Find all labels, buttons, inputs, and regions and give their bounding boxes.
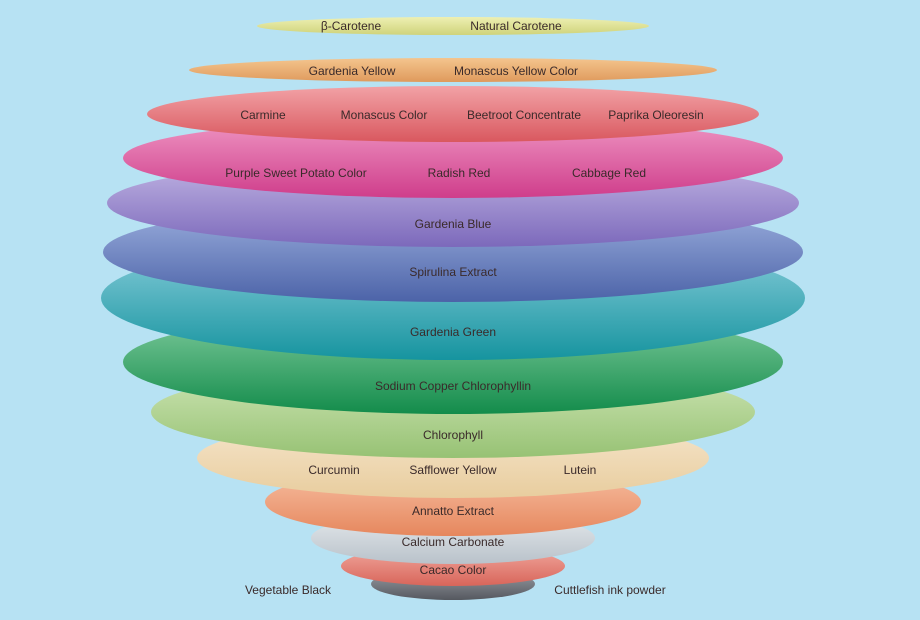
label-safflower-yellow: Safflower Yellow: [409, 463, 497, 477]
label-spirulina-extract: Spirulina Extract: [409, 265, 497, 279]
label-lutein: Lutein: [563, 463, 597, 477]
label-gardenia-yellow: Gardenia Yellow: [308, 64, 396, 78]
label-gardenia-blue: Gardenia Blue: [414, 217, 492, 231]
label-paprika-oleoresin: Paprika Oleoresin: [608, 108, 704, 122]
label-monascus-color: Monascus Color: [340, 108, 428, 122]
label-calcium-carbonate: Calcium Carbonate: [401, 535, 505, 549]
layer-yellow-ellipse: [189, 58, 717, 82]
label-cuttlefish-ink-powder: Cuttlefish ink powder: [554, 583, 666, 597]
label-cabbage-red: Cabbage Red: [571, 166, 647, 180]
layer-carotene-ellipse: [257, 17, 649, 35]
label-beetroot-concentrate: Beetroot Concentrate: [466, 108, 582, 122]
label-curcumin: Curcumin: [308, 463, 360, 477]
layer-red-ellipse: [147, 86, 759, 142]
label-beta-carotene: β-Carotene: [320, 19, 382, 33]
label-natural-carotene: Natural Carotene: [470, 19, 562, 33]
label-vegetable-black: Vegetable Black: [244, 583, 332, 597]
label-sodium-copper-chlorophyllin: Sodium Copper Chlorophyllin: [374, 379, 532, 393]
label-radish-red: Radish Red: [427, 166, 491, 180]
label-cacao-color: Cacao Color: [419, 563, 487, 577]
label-annatto-extract: Annatto Extract: [411, 504, 495, 518]
label-chlorophyll: Chlorophyll: [422, 428, 484, 442]
layer-magenta-ellipse: [123, 118, 783, 198]
label-carmine: Carmine: [240, 108, 286, 122]
label-purple-sweet-potato-color: Purple Sweet Potato Color: [225, 166, 367, 180]
label-monascus-yellow-color: Monascus Yellow Color: [453, 64, 579, 78]
label-gardenia-green: Gardenia Green: [409, 325, 497, 339]
